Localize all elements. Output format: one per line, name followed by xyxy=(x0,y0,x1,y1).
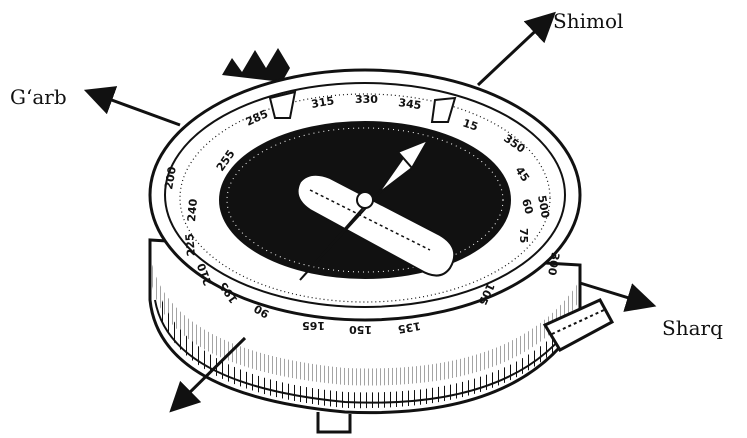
dial-number: 150 xyxy=(349,323,372,336)
sight-notch xyxy=(222,48,290,82)
needle-pivot xyxy=(357,192,373,208)
north-label: Shimol xyxy=(553,9,623,33)
dial-number: 330 xyxy=(355,93,378,106)
west-label: G‘arb xyxy=(10,85,67,109)
west-arrow xyxy=(98,95,180,125)
case-clip xyxy=(318,412,350,432)
dial-number: 240 xyxy=(185,198,200,222)
dial-number: 225 xyxy=(183,233,198,257)
east-label: Sharq xyxy=(662,316,723,340)
dial-number: 75 xyxy=(517,228,530,243)
dial-number: 165 xyxy=(302,319,325,332)
east-arrow xyxy=(580,283,642,302)
north-arrow xyxy=(478,22,545,85)
